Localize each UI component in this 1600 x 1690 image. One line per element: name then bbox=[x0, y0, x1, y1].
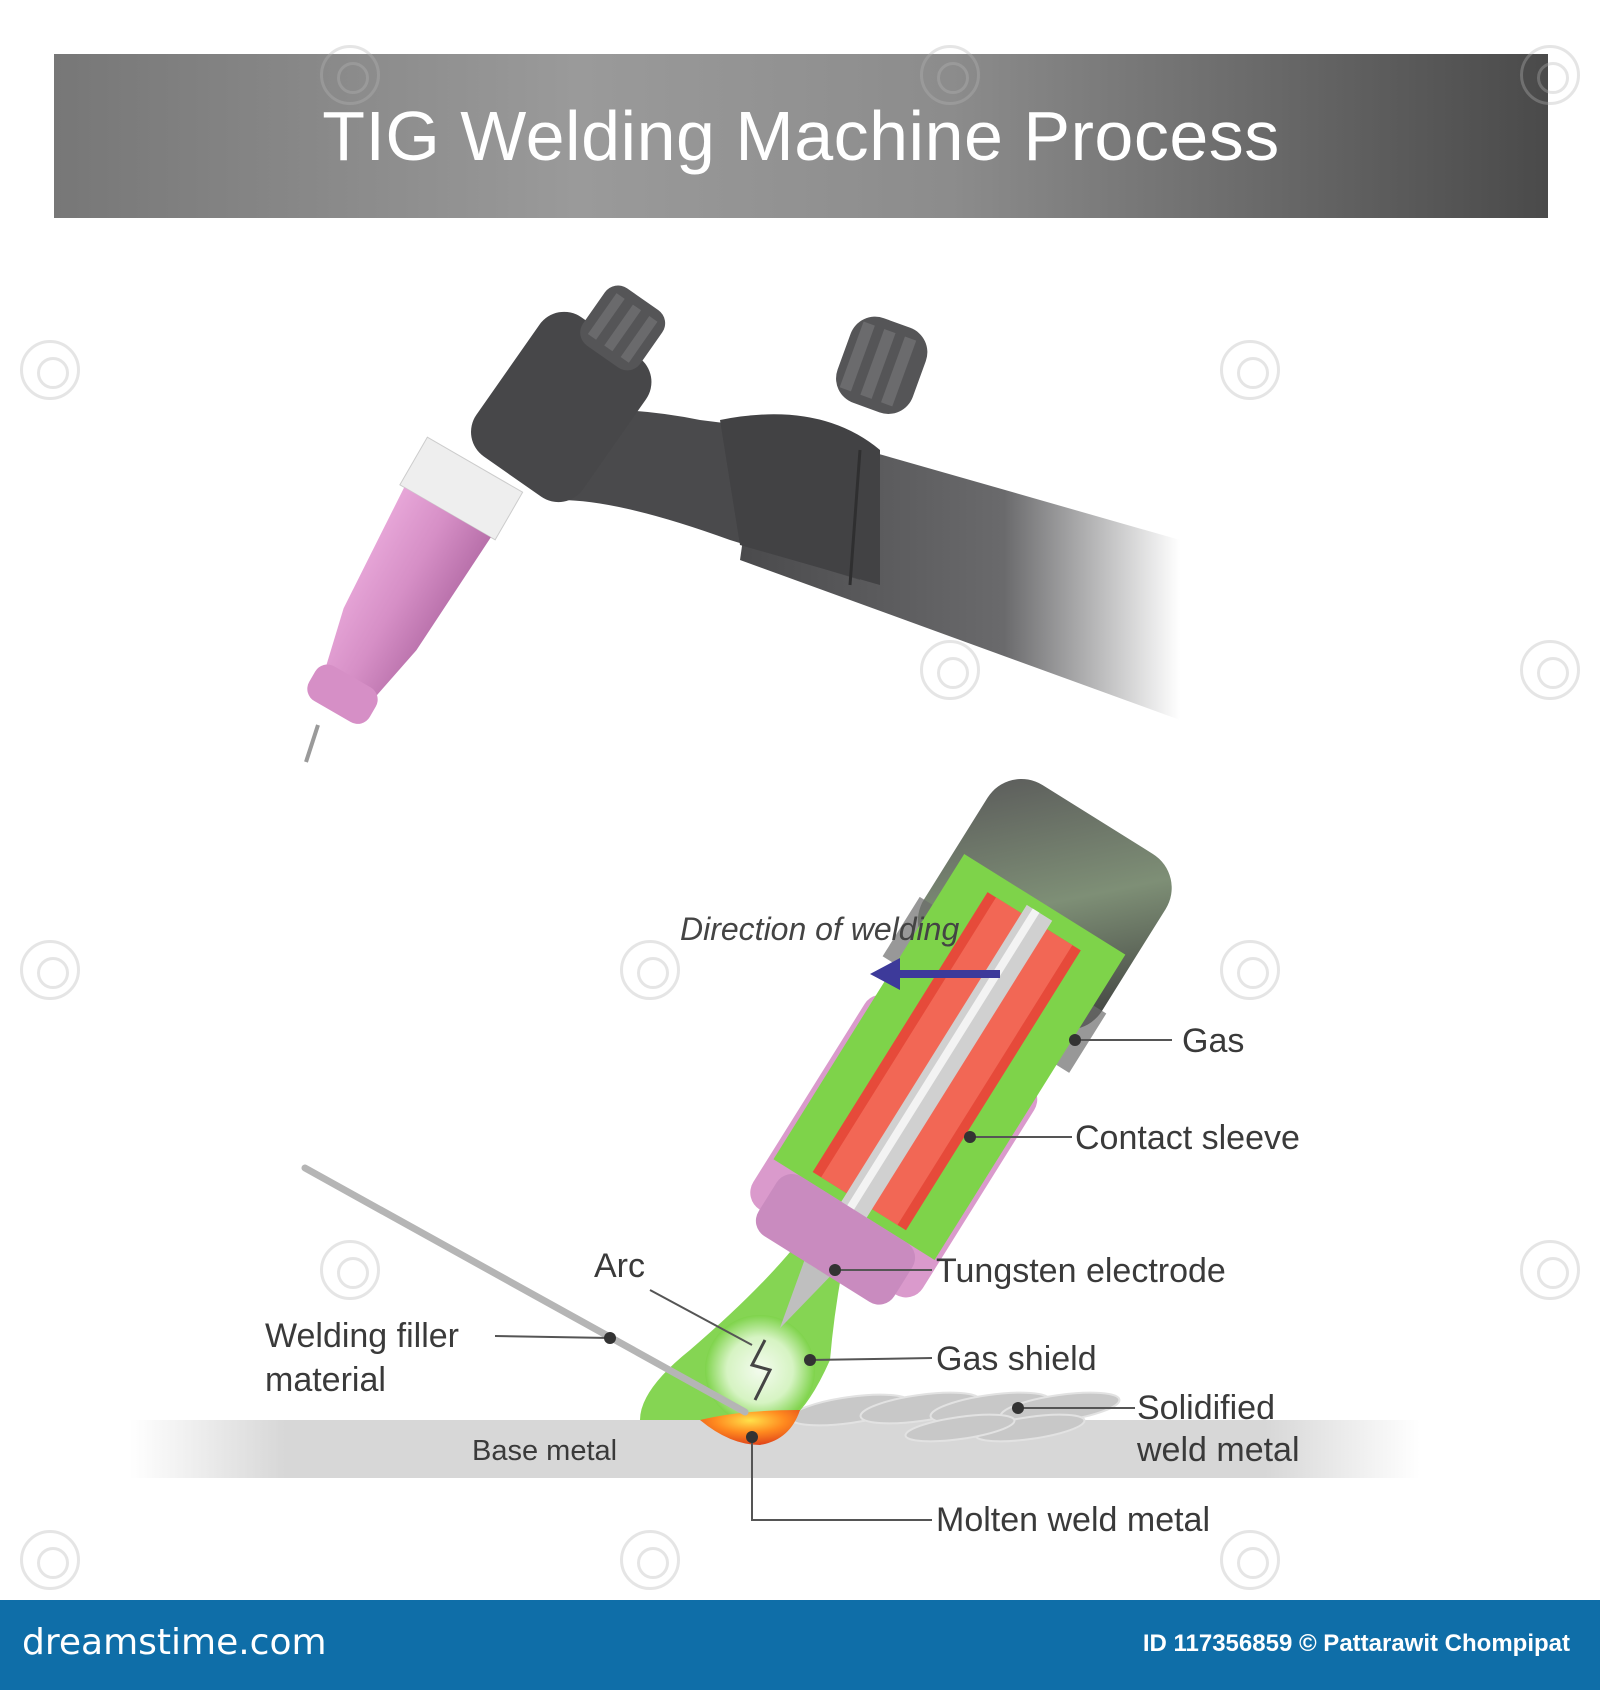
welding-filler-label-line1: Welding filler bbox=[265, 1317, 460, 1355]
arc-label: Arc bbox=[594, 1247, 645, 1285]
welding-filler-label-line2: material bbox=[265, 1361, 386, 1399]
dreamstime-logo[interactable]: dreamstime.com bbox=[22, 1622, 327, 1663]
torch-electrode-tip bbox=[304, 724, 320, 763]
rear-knob bbox=[836, 316, 928, 414]
title-banner: TIG Welding Machine Process bbox=[54, 54, 1548, 218]
image-credit: ID 117356859 © Pattarawit Chompipat bbox=[1142, 1630, 1570, 1657]
molten-pool bbox=[700, 1410, 800, 1445]
base-metal-label: Base metal bbox=[472, 1435, 618, 1467]
watermark-icon bbox=[320, 1240, 380, 1300]
watermark-icon bbox=[20, 1530, 80, 1590]
watermark-icon bbox=[1520, 640, 1580, 700]
watermark-icon bbox=[920, 640, 980, 700]
watermark-icon bbox=[1220, 1530, 1280, 1590]
page-title: TIG Welding Machine Process bbox=[322, 97, 1280, 175]
solidified-weld-beads bbox=[789, 1391, 1121, 1443]
watermark-icon bbox=[320, 45, 380, 105]
gas-shield-label: Gas shield bbox=[936, 1340, 1097, 1378]
torch-head bbox=[471, 285, 666, 503]
tungsten-electrode-label: Tungsten electrode bbox=[936, 1252, 1226, 1290]
molten-weld-metal-label: Molten weld metal bbox=[936, 1501, 1211, 1539]
contact-sleeve-label: Contact sleeve bbox=[1075, 1119, 1300, 1157]
gas-label: Gas bbox=[1182, 1022, 1245, 1060]
watermark-icon bbox=[920, 45, 980, 105]
filler-rod bbox=[301, 1164, 749, 1416]
direction-of-welding-label: Direction of welding bbox=[680, 911, 960, 947]
watermark-icon bbox=[20, 340, 80, 400]
watermark-icon bbox=[20, 940, 80, 1000]
watermark-icon bbox=[1520, 45, 1580, 105]
solidified-label-line1: Solidified bbox=[1137, 1389, 1275, 1427]
watermark-icon bbox=[620, 940, 680, 1000]
watermark-icon bbox=[620, 1530, 680, 1590]
direction-arrow bbox=[870, 958, 1000, 990]
arc-spark bbox=[749, 1339, 773, 1401]
footer-bar: dreamstime.com ID 117356859 © Pattarawit… bbox=[0, 1600, 1600, 1690]
watermark-icon bbox=[1220, 940, 1280, 1000]
leader-lines bbox=[494, 1039, 1172, 1521]
watermark-icon bbox=[1220, 340, 1280, 400]
solidified-label-line2: weld metal bbox=[1137, 1431, 1300, 1469]
torch-cross-section bbox=[750, 778, 1172, 1329]
tig-torch-illustration bbox=[304, 285, 1180, 763]
leader-dots bbox=[604, 1034, 1081, 1443]
torch-nozzle bbox=[325, 487, 491, 697]
watermark-icon bbox=[1520, 1240, 1580, 1300]
